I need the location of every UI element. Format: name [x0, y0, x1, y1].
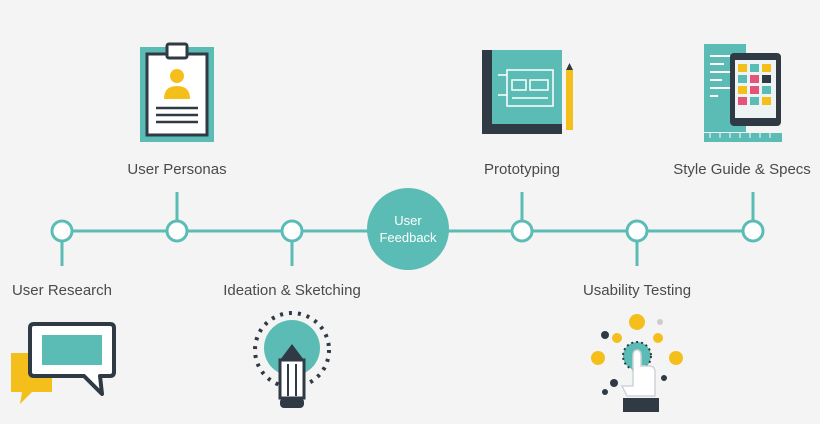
node-user-personas [165, 219, 189, 243]
node-ideation [280, 219, 304, 243]
lightbulb-pencil-icon [253, 311, 331, 408]
step-label-prototyping: Prototyping [484, 161, 560, 178]
step-label-ideation-sketching: Ideation & Sketching [223, 282, 361, 299]
step-label-user-research: User Research [11, 282, 113, 299]
node-user-research [50, 219, 74, 243]
node-prototyping [510, 219, 534, 243]
node-usability [625, 219, 649, 243]
tablet-style-guide-icon [704, 44, 782, 142]
touch-test-icon [591, 314, 683, 412]
step-label-usability-testing: Usability Testing [582, 282, 692, 299]
step-label-style-guide-specs: Style Guide & Specs [673, 161, 811, 178]
node-user-feedback [367, 188, 449, 270]
blueprint-icon [482, 50, 573, 134]
chat-bubbles-icon [11, 322, 116, 404]
clipboard-persona-icon [140, 42, 214, 142]
step-label-user-personas: User Personas [127, 161, 227, 178]
node-style-guide [741, 219, 765, 243]
